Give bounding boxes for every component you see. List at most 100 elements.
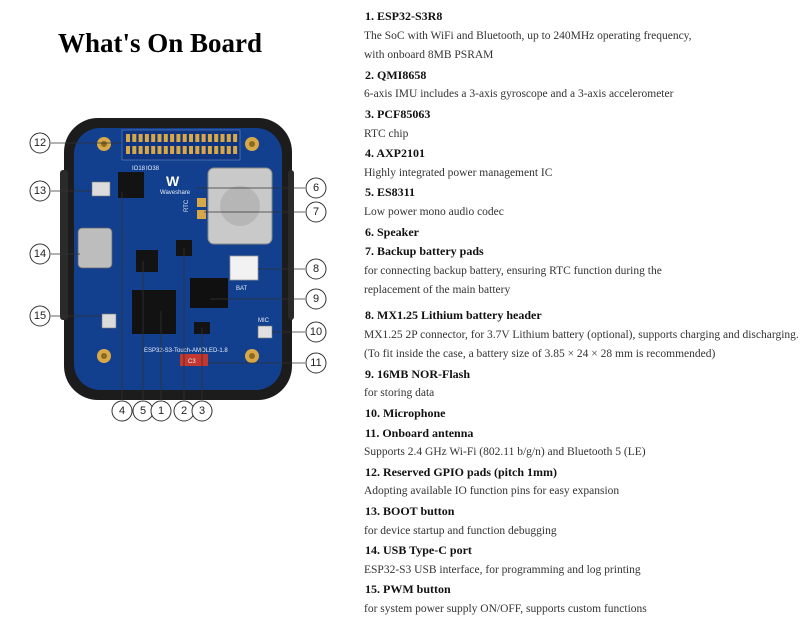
item-heading: 14. USB Type-C port [365,543,472,558]
item-heading: 1. ESP32-S3R8 [365,9,443,23]
gpio-pad [163,146,168,154]
callout-7: 7 [313,206,319,218]
callout-15: 15 [34,310,46,322]
mic-silk: MIC [258,318,270,324]
gpio-pad [157,146,162,154]
item-description: Supports 2.4 GHz Wi-Fi (802.11 b/g/n) an… [364,446,646,459]
gpio-pad [144,146,149,154]
gpio-pad [163,134,168,142]
item-heading: 9. 16MB NOR-Flash [365,366,470,381]
item-description: ESP32-S3 USB interface, for programming … [364,563,641,576]
item-description: for connecting backup battery, ensuring … [364,264,662,277]
rtc-silk: RTC [184,199,190,212]
onboard-antenna [180,354,208,366]
brand-logo: W [166,173,180,189]
mount-hole-br-inner [249,353,255,359]
brand-silk: Waveshare [160,190,191,196]
callout-13: 13 [34,185,46,197]
gpio-pad [151,146,156,154]
gpio-pad [195,134,200,142]
page-title: What's On Board [58,28,263,58]
callout-12: 12 [34,137,46,149]
item-description: Highly integrated power management IC [364,166,553,179]
item-description: Adopting available IO function pins for … [364,485,620,498]
esp32-chip [132,290,176,334]
battery-header [229,255,259,281]
gpio-pad [233,146,238,154]
case-side-right [288,170,294,320]
es8311-chip [136,250,158,272]
item-heading: 13. BOOT button [365,504,455,518]
gpio-pad [176,146,181,154]
gpio-pad [182,134,187,142]
gpio-pad [132,146,137,154]
item-heading: 2. QMI8658 [365,67,427,82]
gpio-pad [195,146,200,154]
item-description: for system power supply ON/OFF, supports… [364,603,647,615]
item-heading: 3. PCF85063 [365,107,431,121]
item-heading: 4. AXP2101 [365,146,425,161]
mount-hole-tr-inner [249,141,255,147]
bat-silk: BAT [236,286,248,292]
c3-silk: C3 [188,359,196,365]
item-description: with onboard 8MB PSRAM [364,49,494,62]
gpio-pads [126,134,238,154]
gpio-pad [144,134,149,142]
item-heading: 5. ES8311 [365,185,416,200]
item-heading: 11. Onboard antenna [365,425,474,440]
pwm-button [101,313,117,329]
gpio-pad [170,146,175,154]
item-description: RTC chip [364,127,409,140]
backup-battery-pad-2 [197,210,206,219]
callout-2: 2 [181,405,187,417]
usb-typec-port [77,227,113,269]
item-heading: 15. PWM button [365,582,451,597]
gpio-pad [207,146,212,154]
callout-14: 14 [34,248,46,260]
callout-lines [51,142,305,400]
gpio-pad [226,146,231,154]
item-description: Low power mono audio codec [364,206,504,218]
item-description: for device startup and function debuggin… [364,524,557,537]
gpio-pad [170,134,175,142]
callout-10: 10 [310,326,322,338]
item-description: MX1.25 2P connector, for 3.7V Lithium ba… [364,328,799,341]
item-heading: 6. Speaker [365,224,419,239]
gpio-pad [189,146,193,154]
board-illustration: IO18 IO38 W Waveshare RTC BAT MIC C3 ESP… [29,118,327,422]
microphone [257,325,273,339]
callout-5: 5 [140,405,146,417]
item-description: 6-axis IMU includes a 3-axis gyroscope a… [364,88,674,101]
gpio-pad [207,134,212,142]
callout-8: 8 [313,263,319,275]
callout-6: 6 [313,182,319,194]
item-description: for storing data [364,387,435,400]
callout-11: 11 [310,357,321,369]
callout-4: 4 [119,405,125,417]
mount-hole-bl-inner [101,353,107,359]
item-description: (To fit inside the case, a battery size … [364,348,716,361]
callout-circles [29,132,327,422]
callout-1: 1 [158,405,164,417]
gpio-pad [233,134,238,142]
backup-battery-pad-1 [197,198,206,207]
item-heading: 7. Backup battery pads [365,244,484,259]
callout-3: 3 [199,405,205,417]
gpio-pad [132,134,137,142]
gpio-pad [226,134,231,142]
gpio-pad [182,146,187,154]
item-description: replacement of the main battery [364,284,511,297]
gpio-pad [157,134,162,142]
speaker-cone [220,186,260,226]
gpio-pad [201,134,206,142]
gpio-pad [214,134,219,142]
gpio-pad [151,134,156,142]
item-heading: 10. Microphone [365,406,446,420]
gpio-pad [201,146,206,154]
gpio-pad [189,134,193,142]
io38-silk: IO38 [146,166,160,172]
io18-silk: IO18 [132,166,146,172]
gpio-pad [220,134,225,142]
nor-flash-chip [190,278,228,308]
item-description: The SoC with WiFi and Bluetooth, up to 2… [364,29,692,42]
